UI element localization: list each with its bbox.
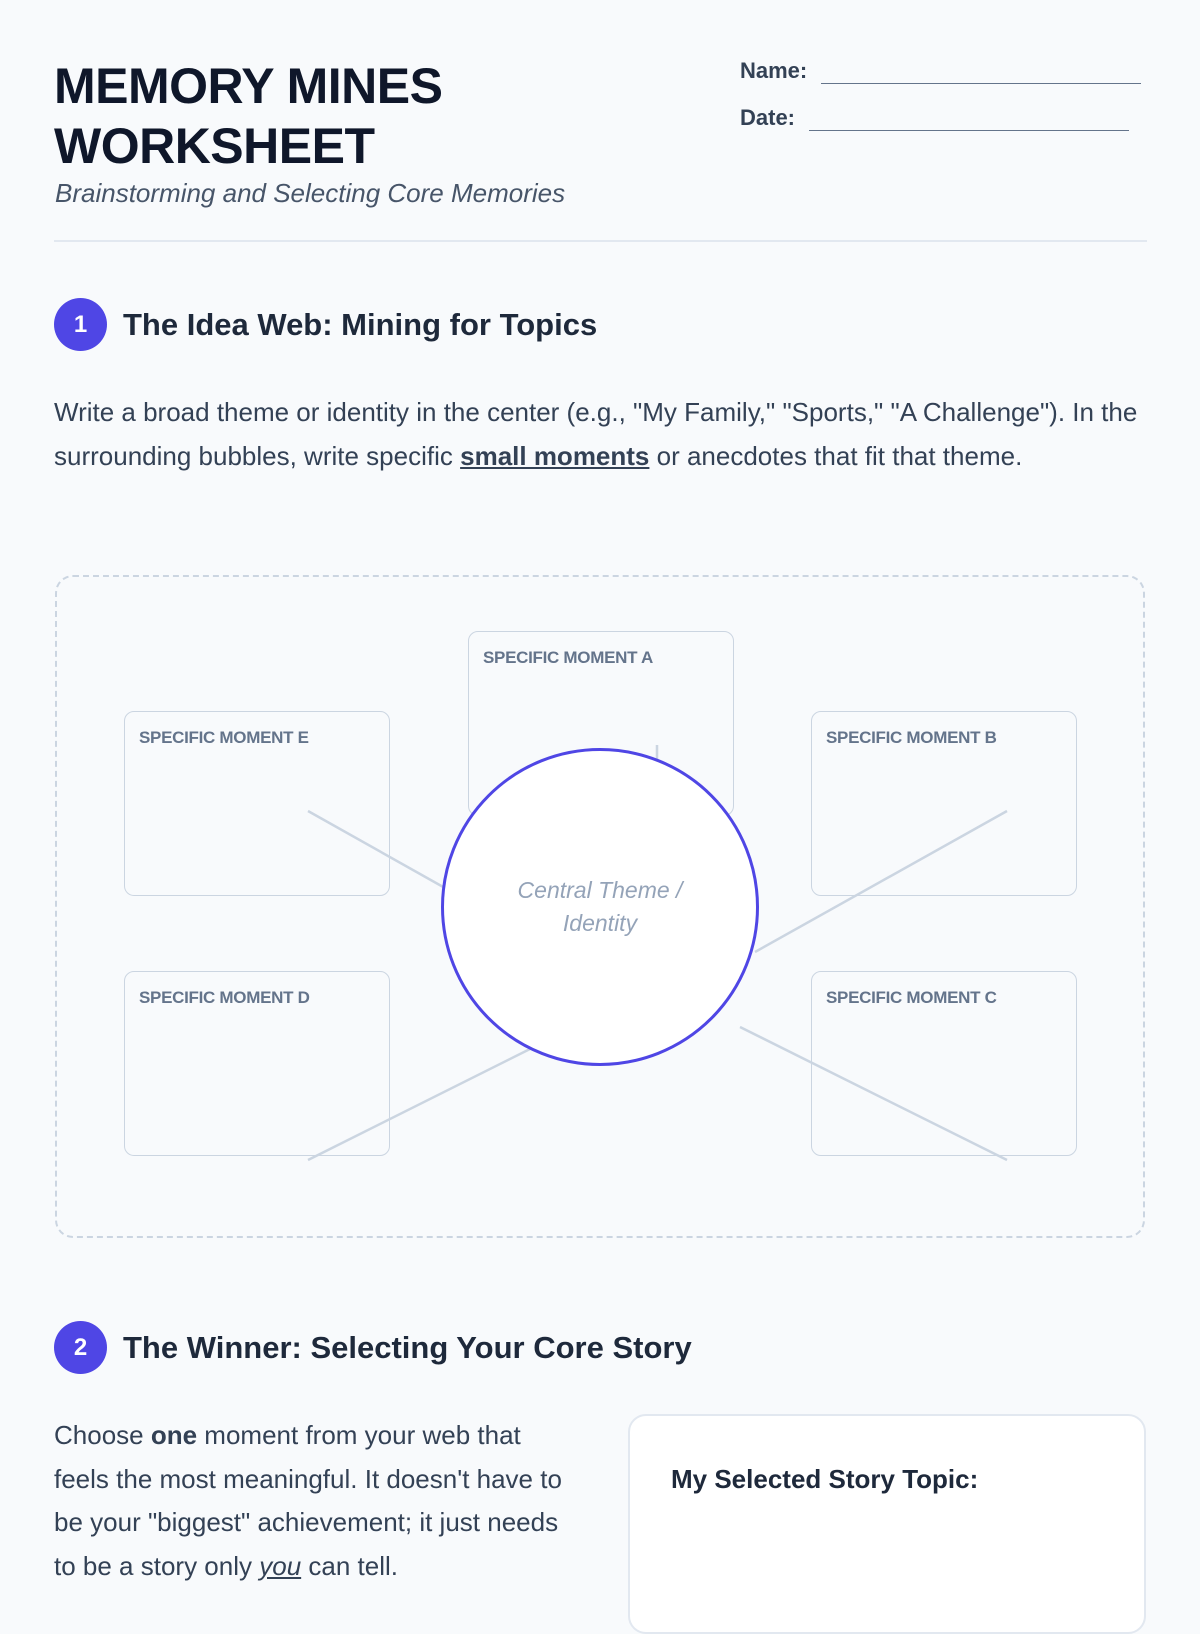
connector-d [307,1047,531,1162]
moment-box-e[interactable]: SPECIFIC MOMENT E [124,711,390,896]
date-line[interactable] [809,106,1130,131]
date-field[interactable]: Date: [740,105,1130,131]
section-1-instructions: Write a broad theme or identity in the c… [54,397,1138,471]
emphasis-text: small moments [460,440,650,471]
name-label: Name: [740,58,808,83]
worksheet-subtitle: Brainstorming and Selecting Core Memorie… [55,178,566,208]
date-label: Date: [740,105,796,130]
section-number-badge: 2 [54,1321,107,1374]
connector-b [754,809,1008,954]
section-title: The Winner: Selecting Your Core Story [123,1329,692,1365]
moment-box-c[interactable]: SPECIFIC MOMENT C [811,971,1077,1156]
idea-web [55,575,1145,1238]
moment-box-b[interactable]: SPECIFIC MOMENT B [811,711,1077,896]
section-title: The Idea Web: Mining for Topics [123,306,598,342]
connector-e [307,809,446,890]
connector-lines [307,745,1008,1162]
section-2-heading: 2 The Winner: Selecting Your Core Story [54,1321,692,1374]
selected-topic-box[interactable]: My Selected Story Topic: [628,1414,1146,1634]
header-divider [54,240,1147,242]
name-line[interactable] [821,59,1142,84]
section-1-heading: 1 The Idea Web: Mining for Topics [54,298,597,351]
connector-c [739,1025,1008,1162]
worksheet-title: MEMORY MINES WORKSHEET [54,58,443,174]
moment-box-d[interactable]: SPECIFIC MOMENT D [124,971,390,1156]
selected-topic-label: My Selected Story Topic: [671,1464,979,1494]
name-field[interactable]: Name: [740,58,1142,84]
central-theme-circle[interactable]: Central Theme / Identity [441,748,759,1066]
section-2-instructions: Choose one moment from your web that fee… [54,1420,562,1581]
section-number-badge: 1 [54,298,107,351]
